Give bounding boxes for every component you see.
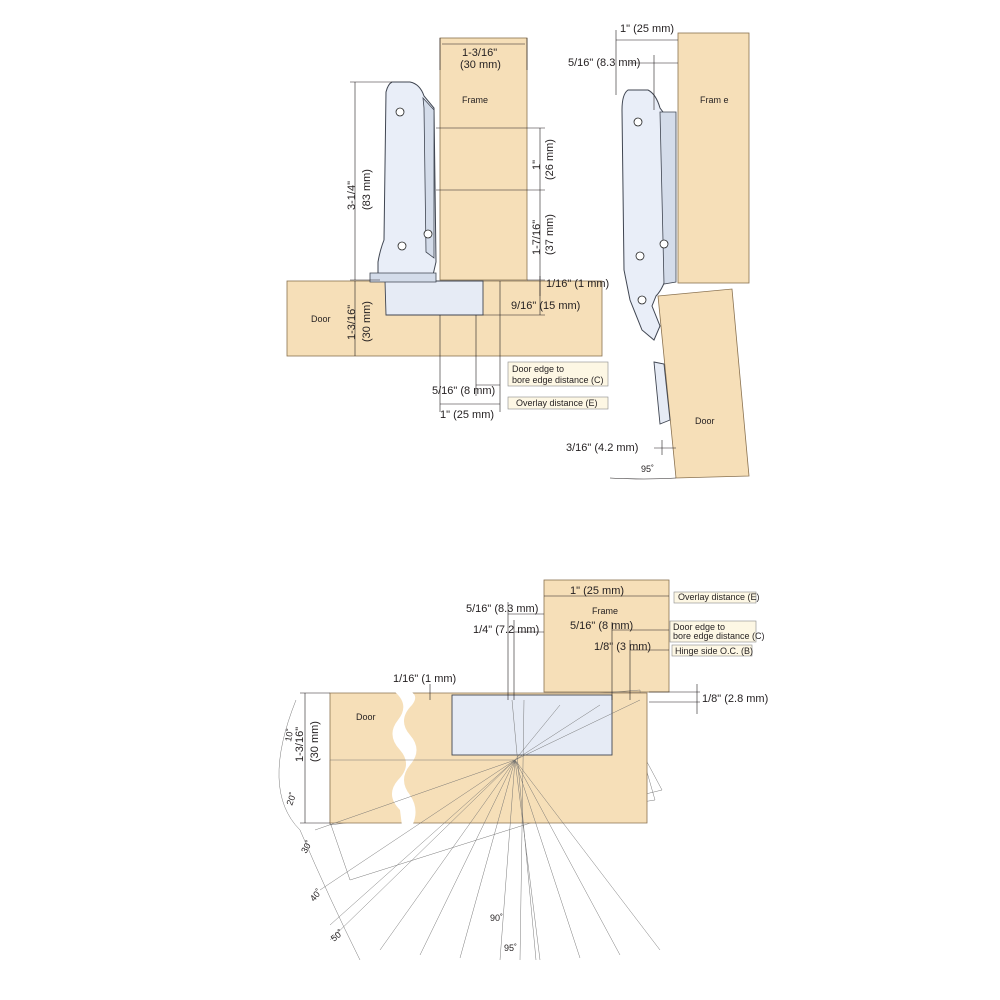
box-c: [669, 620, 757, 643]
box-c: [507, 361, 609, 387]
door-label: Door: [311, 314, 331, 324]
dim-cup-depth: 9/16" (15 mm): [511, 300, 580, 312]
hinge-arm: [621, 89, 669, 341]
dim-3: 1/8" (3 mm): [594, 641, 651, 653]
angle-90: 90˚: [490, 913, 503, 923]
angle-40: 40˚: [308, 887, 324, 903]
dim-overlay: 1" (25 mm): [570, 585, 624, 597]
screw-icon: [633, 117, 643, 127]
frame-panel: [543, 579, 670, 693]
angle-10: 10˚: [283, 728, 295, 743]
door-label: Door: [695, 416, 715, 426]
dim-door-thickness: 1-3/16": [346, 305, 358, 340]
screw-icon: [637, 295, 647, 305]
dim-gap: 1/16" (1 mm): [393, 673, 456, 685]
hinge-cup: [451, 694, 613, 756]
dim-gap: 1/16" (1 mm): [546, 278, 609, 290]
frame-label: Fram e: [700, 95, 729, 105]
frame-panel: [677, 32, 750, 284]
angle-95: 95˚: [641, 464, 654, 474]
dim-1in: 1": [531, 160, 543, 170]
bottom-view: Frame Door: [278, 579, 768, 961]
angle-95: 95˚: [504, 943, 517, 953]
box-c-line1: Door edge to: [673, 622, 725, 632]
dim-frame-width-mm: (30 mm): [460, 59, 501, 71]
dim-bore: 5/16" (8 mm): [432, 385, 495, 397]
dim-8-3: 5/16" (8.3 mm): [466, 603, 538, 615]
screw-icon: [423, 229, 433, 239]
box-e-text: Overlay distance (E): [516, 398, 598, 408]
frame-label: Frame: [592, 606, 618, 616]
top-right-view: Fram e Door 1" (25 mm) 5/16" (8.3 mm) 3/…: [566, 23, 750, 480]
hinge-arm: [377, 81, 437, 276]
frame-panel: [439, 37, 528, 281]
box-e: [507, 396, 609, 410]
angle-50: 50˚: [329, 928, 345, 944]
hinge-cup: [384, 280, 484, 316]
hinge-base: [369, 272, 437, 283]
dim-door-thickness-mm: (30 mm): [361, 301, 373, 342]
box-e: [673, 591, 757, 604]
dim-2-8: 1/8" (2.8 mm): [702, 693, 768, 705]
dim-8-3: 5/16" (8.3 mm): [568, 57, 640, 69]
break-line: [391, 690, 417, 826]
screw-icon: [397, 241, 407, 251]
dim-thickness: 1-3/16": [294, 727, 306, 762]
swing-lines: [314, 699, 661, 961]
hinge-cup: [653, 361, 671, 425]
dim-7-2: 1/4" (7.2 mm): [473, 624, 539, 636]
dim-frame-width: 1-3/16": [462, 47, 497, 59]
hinge-arm-side: [422, 96, 435, 259]
dim-4-2: 3/16" (4.2 mm): [566, 442, 638, 454]
angle-30: 30˚: [299, 839, 314, 855]
box-c-line2: bore edge distance (C): [512, 375, 604, 385]
dim-hinge-height: 3-1/4": [346, 181, 358, 210]
dim-thickness-mm: (30 mm): [309, 721, 321, 762]
frame-label: Frame: [462, 95, 488, 105]
dim-hinge-height-mm: (83 mm): [361, 169, 373, 210]
door-label: Door: [356, 712, 376, 722]
box-b: [671, 644, 753, 657]
dim-1in-mm: (26 mm): [544, 139, 556, 180]
dim-1-7-16-mm: (37 mm): [544, 214, 556, 255]
box-b-text: Hinge side O.C. (B): [675, 646, 753, 656]
box-e-text: Overlay distance (E): [678, 592, 760, 602]
dim-overlay: 1" (25 mm): [620, 23, 674, 35]
angle-20: 20˚: [284, 791, 298, 807]
dim-overlay: 1" (25 mm): [440, 409, 494, 421]
box-c-line1: Door edge to: [512, 364, 564, 374]
top-left-view: Frame Door 1-3/16" (30 mm) 3-1/4" (83 mm…: [286, 37, 609, 421]
box-c-line2: bore edge distance (C): [673, 631, 765, 641]
screw-icon: [395, 107, 405, 117]
screw-icon: [659, 239, 669, 249]
screw-icon: [635, 251, 645, 261]
dim-1-7-16: 1-7/16": [531, 220, 543, 255]
dim-8: 5/16" (8 mm): [570, 620, 633, 632]
door-panel-open: [657, 288, 750, 479]
